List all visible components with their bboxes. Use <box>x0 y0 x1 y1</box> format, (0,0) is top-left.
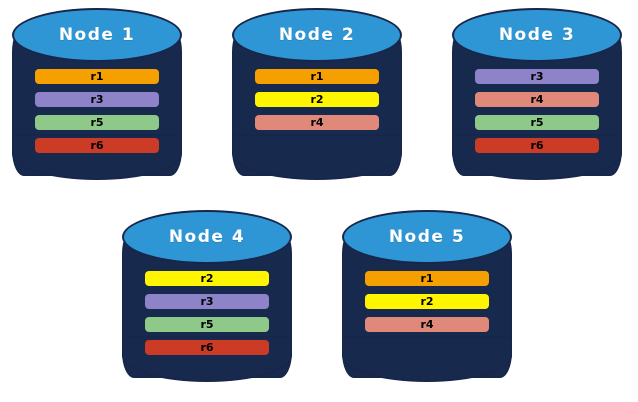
cylinder-base-ellipse <box>342 336 512 382</box>
shard-bar-r1[interactable]: r1 <box>35 69 159 84</box>
shard-bar-r4[interactable]: r4 <box>255 115 379 130</box>
node-label: Node 5 <box>388 227 466 247</box>
shard-bar-r4[interactable]: r4 <box>475 92 599 107</box>
node-label: Node 1 <box>58 25 136 45</box>
shard-bar-r5[interactable]: r5 <box>145 317 269 332</box>
cylinder-top-ellipse <box>122 210 292 264</box>
node-cylinder-1[interactable]: Node 1 r1 r3 r5 r6 <box>12 8 182 180</box>
shard-bar-r6[interactable]: r6 <box>145 340 269 355</box>
shard-bar-r6[interactable]: r6 <box>475 138 599 153</box>
shard-bar-r2[interactable]: r2 <box>365 294 489 309</box>
shard-stack: r1 r3 r5 r6 <box>12 64 182 153</box>
shard-bar-r1[interactable]: r1 <box>255 69 379 84</box>
cylinder-top-ellipse <box>452 8 622 62</box>
cylinder-top-ellipse <box>342 210 512 264</box>
shard-stack: r3 r4 r5 r6 <box>452 64 622 153</box>
node-cylinder-3[interactable]: Node 3 r3 r4 r5 r6 <box>452 8 622 180</box>
node-label: Node 3 <box>498 25 576 45</box>
shard-bar-r4[interactable]: r4 <box>365 317 489 332</box>
cylinder-top-ellipse <box>12 8 182 62</box>
node-cylinder-5[interactable]: Node 5 r1 r2 r4 <box>342 210 512 382</box>
shard-bar-r5[interactable]: r5 <box>475 115 599 130</box>
shard-bar-r2[interactable]: r2 <box>255 92 379 107</box>
shard-stack: r2 r3 r5 r6 <box>122 266 292 355</box>
shard-bar-r6[interactable]: r6 <box>35 138 159 153</box>
shard-bar-r3[interactable]: r3 <box>145 294 269 309</box>
shard-stack: r1 r2 r4 <box>232 64 402 130</box>
node-label: Node 2 <box>278 25 356 45</box>
shard-stack: r1 r2 r4 <box>342 266 512 332</box>
cylinder-top-ellipse <box>232 8 402 62</box>
shard-bar-r1[interactable]: r1 <box>365 271 489 286</box>
node-cylinder-2[interactable]: Node 2 r1 r2 r4 <box>232 8 402 180</box>
node-label: Node 4 <box>168 227 246 247</box>
shard-bar-r5[interactable]: r5 <box>35 115 159 130</box>
shard-bar-r2[interactable]: r2 <box>145 271 269 286</box>
node-cylinder-4[interactable]: Node 4 r2 r3 r5 r6 <box>122 210 292 382</box>
shard-bar-r3[interactable]: r3 <box>35 92 159 107</box>
cylinder-base-ellipse <box>232 134 402 180</box>
shard-bar-r3[interactable]: r3 <box>475 69 599 84</box>
